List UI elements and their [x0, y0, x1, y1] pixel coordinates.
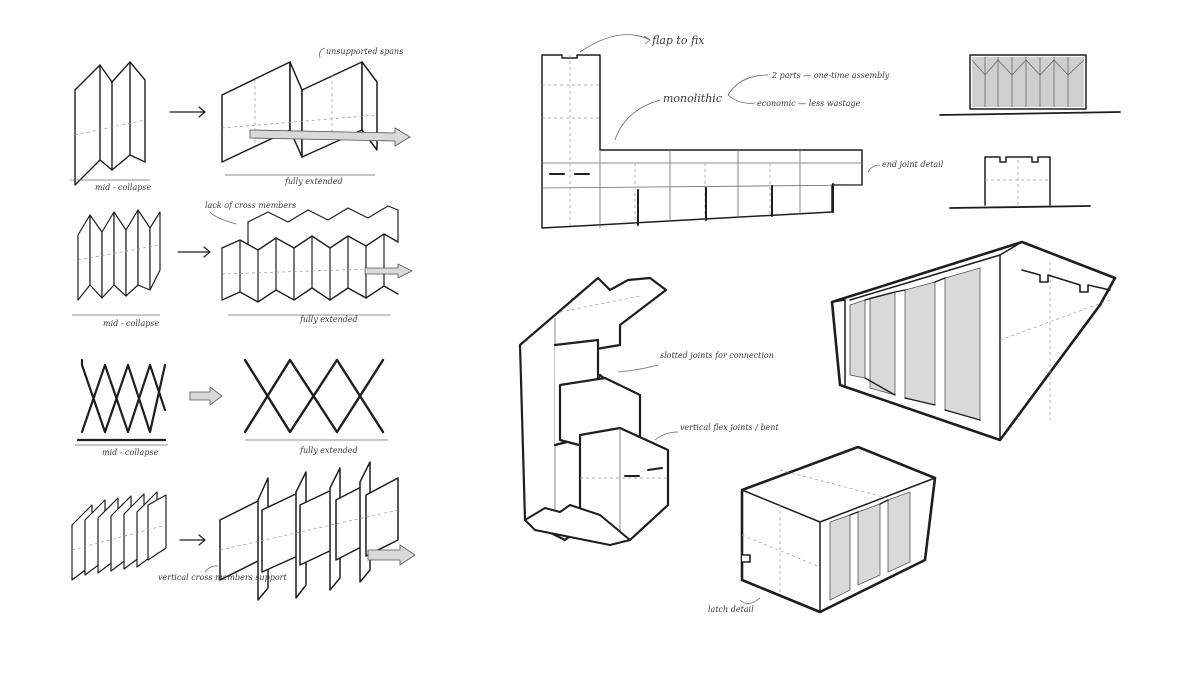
arrow-row1 — [170, 107, 205, 117]
fully-extended-label-3: fully extended — [299, 446, 358, 455]
vertical-flex-joints-label: vertical flex joints / bent — [680, 423, 779, 432]
large-box-isometric — [832, 242, 1115, 440]
elevation-detail-top — [940, 55, 1120, 115]
elevation-detail-end-joint — [950, 157, 1090, 208]
row2-extended-zigzag — [210, 206, 412, 315]
end-joint-detail-label: end joint detail — [882, 160, 944, 169]
mid-collapse-label-2: mid - collapse — [103, 319, 159, 328]
fully-extended-label-1: fully extended — [284, 177, 343, 186]
mid-collapse-label-1: mid - collapse — [95, 183, 151, 192]
folding-isometric-unit — [520, 278, 678, 545]
mid-collapse-label-3: mid - collapse — [102, 448, 158, 457]
slotted-joints-label: slotted joints for connection — [660, 351, 774, 360]
unsupported-spans-label: unsupported spans — [326, 47, 403, 56]
vertical-cross-support-label: vertical cross members support — [158, 573, 287, 582]
row1-extended-accordion — [222, 48, 410, 175]
flat-layout-plan — [542, 35, 880, 228]
fully-extended-label-2: fully extended — [299, 315, 358, 324]
two-parts-label: 2 parts — one-time assembly — [771, 71, 890, 80]
row1-collapsed-accordion — [70, 62, 150, 185]
arrow-row2 — [178, 247, 210, 257]
row4-collapsed-crossmembers — [72, 492, 166, 580]
monolithic-label: monolithic — [663, 92, 722, 105]
arrow-row4 — [180, 535, 205, 545]
row3-scissor-extended — [245, 360, 388, 440]
arrow-row3 — [190, 387, 222, 405]
row2-collapsed-multifold — [72, 210, 160, 315]
flap-to-fix-label: flap to fix — [651, 34, 705, 47]
lack-cross-members-label: lack of cross members — [205, 201, 296, 210]
row3-scissor-collapsed — [75, 360, 168, 445]
economic-label: economic — less wastage — [757, 99, 861, 108]
small-box-isometric — [740, 447, 935, 612]
latch-detail-label: latch detail — [708, 605, 754, 614]
